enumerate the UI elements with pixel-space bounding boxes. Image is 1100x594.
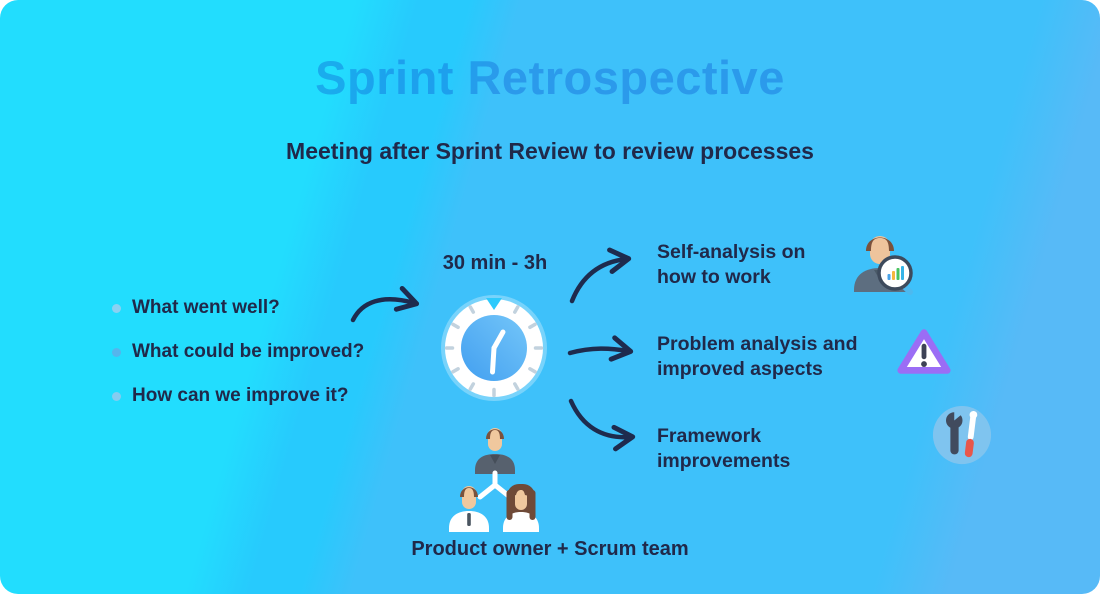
- question-label: How can we improve it?: [132, 385, 349, 406]
- bullet-icon: [112, 347, 121, 357]
- outcome-label: Problem analysis and: [657, 333, 858, 355]
- warning-triangle-icon: [897, 329, 951, 374]
- arrow-clock-to-outcome-3: [568, 398, 636, 452]
- arrow-clock-to-outcome-1: [569, 247, 632, 304]
- list-item: What could be improved?: [112, 340, 364, 364]
- list-item: What went well?: [112, 296, 364, 320]
- arrow-clock-to-outcome-2: [567, 335, 634, 362]
- page-title: Sprint Retrospective: [315, 51, 785, 104]
- bullet-icon: [112, 391, 121, 401]
- team-icon: [449, 428, 539, 532]
- question-label: What could be improved?: [132, 341, 365, 362]
- participants-label: Product owner + Scrum team: [411, 538, 689, 560]
- outcome-item: Problem analysis and improved aspects: [657, 332, 897, 382]
- clock-icon: [441, 295, 547, 401]
- duration-label: 30 min - 3h: [442, 252, 548, 274]
- list-item: How can we improve it?: [112, 384, 364, 408]
- outcome-label: how to work: [657, 266, 771, 288]
- outcome-item: Framework improvements: [657, 424, 897, 474]
- outcome-label: Framework improvements: [657, 425, 791, 472]
- bullet-icon: [112, 303, 121, 313]
- outcome-label: improved aspects: [657, 358, 823, 380]
- page-subtitle: Meeting after Sprint Review to review pr…: [286, 138, 814, 164]
- questions-list: What went well? What could be improved? …: [112, 296, 364, 428]
- question-label: What went well?: [132, 297, 280, 318]
- outcome-label: Self-analysis on: [657, 241, 806, 263]
- tools-icon: [932, 405, 992, 465]
- outcome-item: Self-analysis on how to work: [657, 240, 897, 290]
- person-analytics-icon: [854, 236, 913, 295]
